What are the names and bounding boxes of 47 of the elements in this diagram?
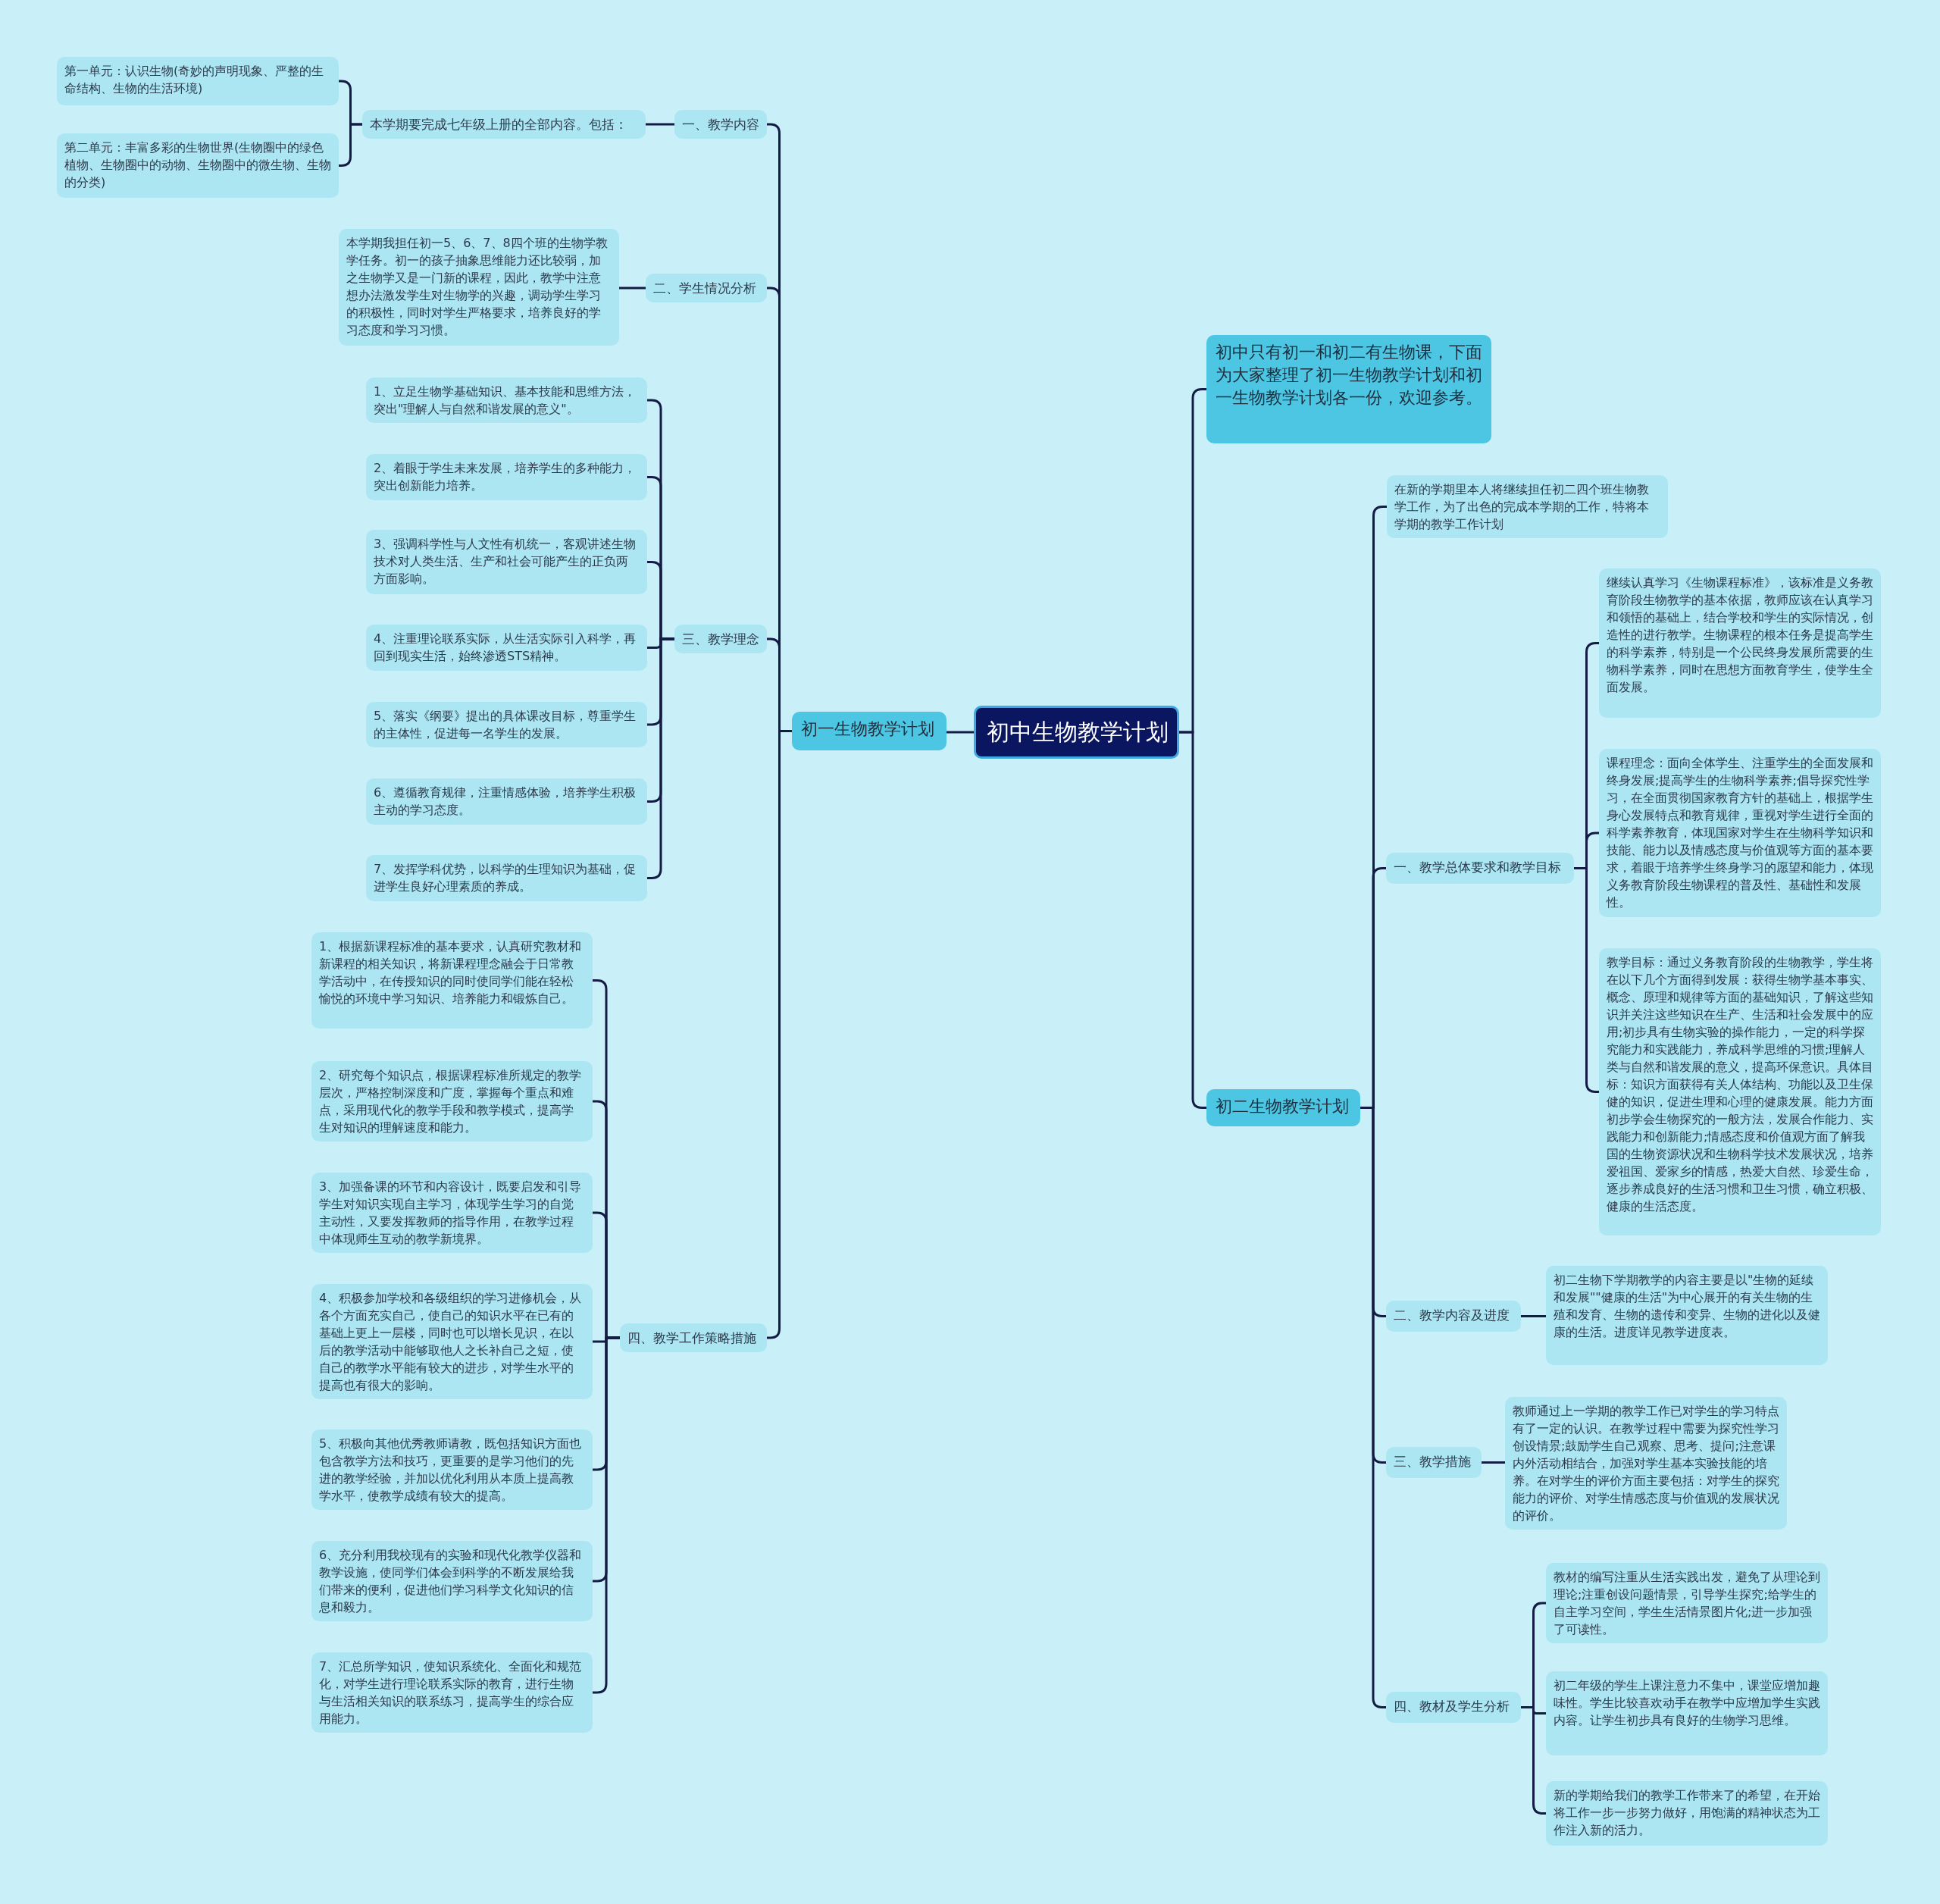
note-box: 4、注重理论联系实际，从生活实际引入科学，再回到现实生活，始终渗透STS精神。	[366, 625, 647, 671]
subtopic-box: 二、学生情况分析	[646, 274, 767, 302]
note-box: 继续认真学习《生物课程标准》，该标准是义务教育阶段生物教学的基本依据，教师应该在认真学习和领悟的基础上，结合学校和学生的实际情况，创造性的进行教学。生物课程的根本任务是提高学生的科学素养，特别是一个公民终身发展所需要的生物科学素养，同时在思想方面教育学生，使学生全面发展。	[1599, 568, 1881, 718]
subtopic-box: 二、教学内容及进度	[1386, 1301, 1521, 1332]
connector-line	[647, 637, 674, 879]
note-box: 教师通过上一学期的教学工作已对学生的学习特点有了一定的认识。在教学过程中需要为探究性学习创设情景;鼓励学生自己观察、思考、提问;注意课内外活动相结合，加强对学生基本实验技能的培养。在对学生的评价方面主要包括：对学生的探究能力的评价、对学生情感态度与价值观的发展状况的评价。	[1505, 1397, 1787, 1530]
note-box: 7、发挥学科优势，以科学的生理知识为基础，促进学生良好心理素质的养成。	[366, 855, 647, 901]
connector-line	[619, 287, 646, 290]
note-box: 初二生物下学期教学的内容主要是以"生物的延续和发展""健康的生活"为中心展开的有关生物的生殖和发育、生物的遗传和变异、生物的进化以及健康的生活。进度详见教学进度表。	[1546, 1266, 1828, 1365]
subtopic-box: 三、教学理念	[674, 625, 767, 653]
note-box: 2、研究每个知识点，根据课程标准所规定的教学层次，严格控制深度和广度，掌握每个重点和难点，采用现代化的教学手段和教学模式，提高学生对知识的理解速度和能力。	[311, 1061, 593, 1141]
note-box: 课程理念：面向全体学生、注重学生的全面发展和终身发展;提高学生的生物科学素养;倡导探究性学习，在全面贯彻国家教育方针的基础上，根据学生身心发展特点和教育规律，重视对学生进行全面的科学素养教育，体现国家对学生在生物科学知识和技能、能力以及情感态度与价值观等方面的基本要求，着眼于培养学生终身学习的愿望和能力，体现义务教育阶段生物课程的普及性、基础性和发展性。	[1599, 749, 1881, 917]
note-box: 3、加强备课的环节和内容设计，既要启发和引导学生对知识实现自主学习，体现学生学习的自觉主动性，又要发挥教师的指导作用，在教学过程中体现师生互动的教学新境界。	[311, 1173, 593, 1253]
note-box: 1、立足生物学基础知识、基本技能和思维方法，突出"理解人与自然和谐发展的意义"。	[366, 377, 647, 423]
note-box: 6、充分利用我校现有的实验和现代化教学仪器和教学设施，使同学们体会到科学的不断发展给我们带来的便利，促进他们学习科学文化知识的信息和毅力。	[311, 1541, 593, 1621]
subtopic-box: 三、教学措施	[1386, 1447, 1482, 1478]
note-box: 在新的学期里本人将继续担任初二四个班生物教学工作，为了出色的完成本学期的工作，特将本学期的教学工作计划	[1387, 475, 1668, 538]
note-box: 6、遵循教育规律，注重情感体验，培养学生积极主动的学习态度。	[366, 778, 647, 825]
central-topic: 初中生物教学计划	[974, 706, 1179, 759]
main-topic-box: 初二生物教学计划	[1206, 1089, 1360, 1126]
note-box: 教学目标：通过义务教育阶段的生物教学，学生将在以下几个方面得到发展：获得生物学基本事实、概念、原理和规律等方面的基础知识，了解这些知识并关注这些知识在生产、生活和社会发展中的应用;初步具有生物实验的操作能力，一定的科学探究能力和实践能力，养成科学思维的习惯;理解人类与自然和谐发展的意义，提高环保意识。具体目标：知识方面获得有关人体结构、功能以及卫生保健的知识，促进生理和心理的健康发展。能力方面初步学会生物探究的一般方法，发展合作能力、实践能力和创新能力;情感态度和价值观方面了解我国的生物资源状况和生物科学技术发展状况，培养爱祖国、爱家乡的情感，热爱大自然、珍爱生命，逐步养成良好的生活习惯和卫生习惯，确立积极、健康的生活态度。	[1599, 948, 1881, 1235]
main-topic-box: 初中只有初一和初二有生物课，下面为大家整理了初一生物教学计划和初一生物教学计划各一份，欢迎参考。	[1206, 335, 1491, 443]
note-box: 1、根据新课程标准的基本要求，认真研究教材和新课程的相关知识，将新课程理念融会于日常教学活动中，在传授知识的同时使同学们能在轻松愉悦的环境中学习知识、培养能力和锻炼自己。	[311, 932, 593, 1029]
note-box: 本学期我担任初一5、6、7、8四个班的生物学教学任务。初一的孩子抽象思维能力还比较弱，加之生物学又是一门新的课程，因此，教学中注意想办法激发学生对生物学的兴趣，调动学生学习的积极性，同时对学生严格要求，培养良好的学习态度和学习习惯。	[339, 229, 619, 346]
subtopic-box: 四、教材及学生分析	[1386, 1692, 1521, 1723]
connector-line	[1521, 1315, 1546, 1317]
note-box: 5、落实《纲要》提出的具体课改目标，尊重学生的主体性，促进每一名学生的发展。	[366, 702, 647, 747]
main-topic-box: 初一生物教学计划	[792, 712, 947, 750]
connector-line	[1179, 731, 1206, 1109]
note-box: 第一单元：认识生物(奇妙的声明现象、严整的生命结构、生物的生活环境)	[57, 57, 339, 105]
subtopic-box: 一、教学总体要求和教学目标	[1386, 853, 1574, 884]
note-box: 5、积极向其他优秀教师请教，既包括知识方面也包含教学方法和技巧，更重要的是学习他们的先进的教学经验，并加以优化利用从本质上提高教学水平，使教学成绩有较大的提高。	[311, 1430, 593, 1510]
connector-line	[593, 1336, 620, 1694]
note-box: 2、着眼于学生未来发展，培养学生的多种能力，突出创新能力培养。	[366, 454, 647, 500]
note-box: 新的学期给我们的教学工作带来了的希望，在开始将工作一步一步努力做好，用饱满的精神状态为工作注入新的活力。	[1546, 1781, 1828, 1846]
subtopic-box: 一、教学内容	[674, 110, 767, 139]
subtopic-box: 四、教学工作策略措施	[620, 1323, 767, 1352]
connector-line	[1482, 1461, 1505, 1464]
note-box: 初二年级的学生上课注意力不集中，课堂应增加趣味性。学生比较喜欢动手在教学中应增加学生实践内容。让学生初步具有良好的生物学习思维。	[1546, 1671, 1828, 1755]
connector-line	[947, 731, 974, 734]
note-box: 7、汇总所学知识，使知识系统化、全面化和规范化，对学生进行理论联系实际的教育，进行生物与生活相关知识的联系练习，提高学生的综合应用能力。	[311, 1652, 593, 1733]
note-box: 第二单元：丰富多彩的生物世界(生物圈中的绿色植物、生物圈中的动物、生物圈中的微生物、生物的分类)	[57, 133, 339, 198]
note-box: 教材的编写注重从生活实践出发，避免了从理论到理论;注重创设问题情景，引导学生探究;给学生的自主学习空间，学生生活情景图片化;进一步加强了可读性。	[1546, 1563, 1828, 1643]
subtopic-box: 本学期要完成七年级上册的全部内容。包括：	[362, 110, 646, 139]
connector-line	[646, 123, 674, 126]
note-box: 4、积极参加学校和各级组织的学习进修机会，从各个方面充实自己，使自己的知识水平在已有的基础上更上一层楼，同时也可以增长见识，在以后的教学活动中能够取他人之长补自己之短，使自己的教学水平能有较大的进步，对学生水平的提高也有很大的影响。	[311, 1284, 593, 1399]
note-box: 3、强调科学性与人文性有机统一，客观讲述生物技术对人类生活、生产和社会可能产生的正负两方面影响。	[366, 530, 647, 594]
